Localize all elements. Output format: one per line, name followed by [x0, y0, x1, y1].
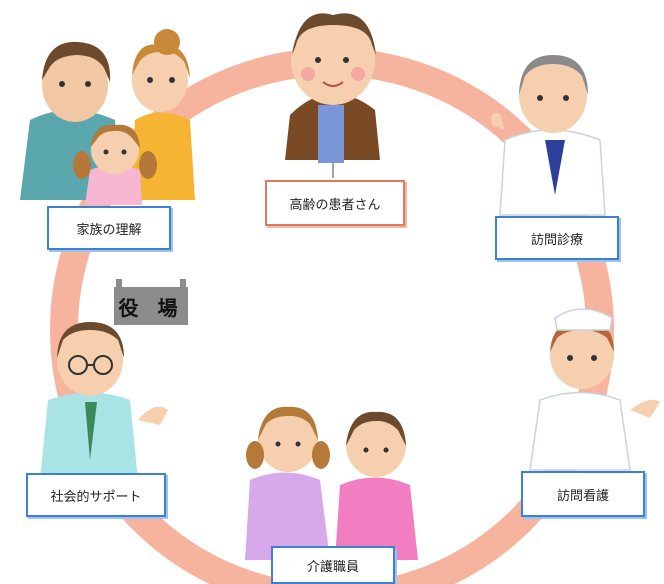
nurse-figure	[529, 308, 660, 471]
social-worker-figure	[40, 322, 168, 480]
care-worker-figures	[245, 406, 418, 560]
label-social: 社会的サポート	[26, 473, 166, 517]
office-roof-shape	[116, 279, 186, 287]
office-label: 役 場	[114, 287, 188, 325]
doctor-figure	[491, 55, 606, 216]
patient-figure	[285, 13, 380, 163]
label-patient: 高齢の患者さん	[265, 180, 405, 226]
label-family: 家族の理解	[47, 206, 171, 250]
label-nurse: 訪問看護	[521, 471, 645, 517]
label-care: 介護職員	[271, 546, 395, 584]
family-figures	[20, 29, 195, 205]
label-doctor: 訪問診療	[495, 216, 619, 260]
town-office-sign: 役 場	[114, 279, 188, 325]
